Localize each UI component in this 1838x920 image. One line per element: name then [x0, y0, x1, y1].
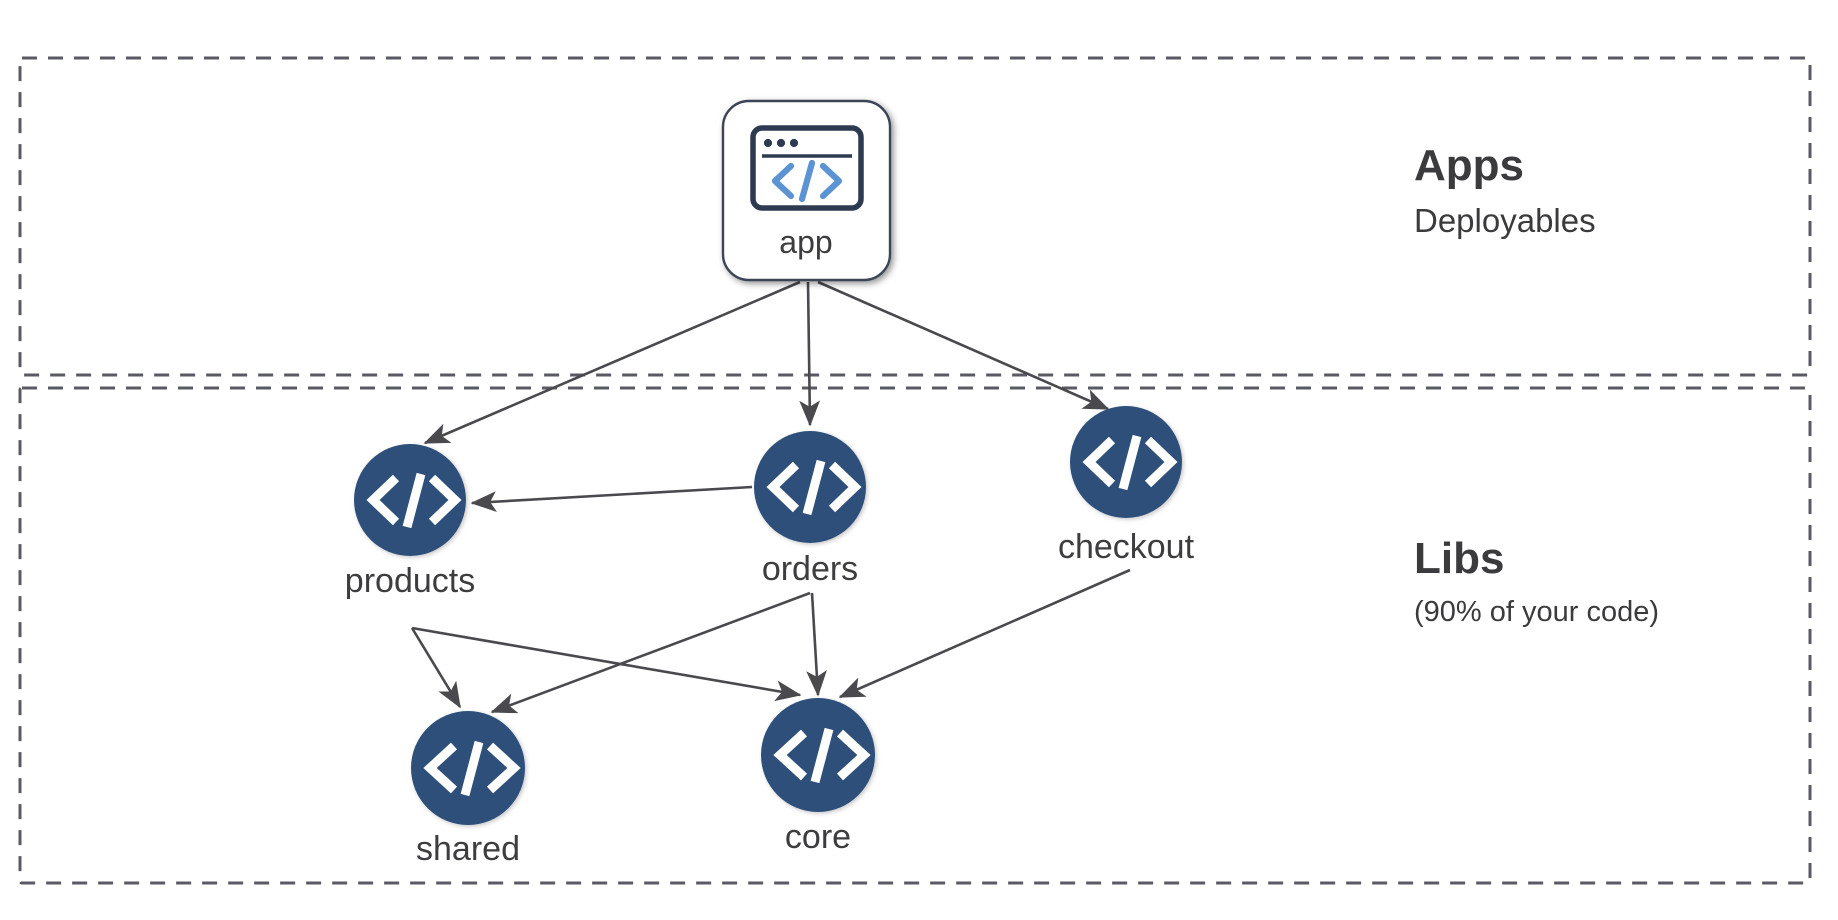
node-app-label: app [779, 224, 832, 260]
edge-layer [410, 280, 1131, 714]
node-app[interactable]: app [721, 99, 892, 282]
region-apps: Apps Deployables [18, 56, 1812, 377]
code-brackets-icon [766, 459, 862, 516]
left-angle-bracket [366, 474, 400, 526]
edge-orders-to-shared [490, 591, 811, 714]
window-dot-2 [776, 138, 786, 148]
node-checkout-label: checkout [1058, 528, 1195, 566]
right-angle-bracket [819, 162, 843, 200]
left-angle-bracket [766, 461, 800, 513]
right-angle-bracket [836, 729, 871, 781]
code-window-icon [750, 125, 864, 211]
edge-app-to-orders [799, 281, 821, 427]
node-core-label: core [785, 818, 851, 856]
code-brackets-icon [1082, 434, 1178, 491]
region-libs-subtitle: (90% of your code) [1414, 596, 1659, 628]
slash [798, 159, 816, 203]
region-libs-border [18, 386, 1812, 885]
code-brackets-icon [773, 727, 871, 784]
region-apps-title: Apps [1414, 141, 1524, 190]
slash [460, 740, 484, 797]
code-brackets-glyph-blue [771, 159, 843, 203]
left-angle-bracket [423, 742, 458, 794]
slash [810, 727, 834, 784]
right-angle-bracket [428, 474, 462, 526]
edge-checkout-to-core [838, 568, 1131, 699]
node-core[interactable]: core [761, 698, 875, 856]
edge-app-to-checkout [817, 280, 1110, 411]
edge-app-to-products [423, 280, 801, 445]
node-shared-label: shared [416, 830, 520, 868]
slash [802, 459, 826, 516]
node-products[interactable]: products [345, 444, 475, 600]
code-brackets-icon [366, 472, 462, 529]
edge-products-to-shared [410, 627, 462, 709]
left-angle-bracket [773, 729, 808, 781]
left-angle-bracket [771, 162, 795, 200]
node-shared[interactable]: shared [411, 711, 525, 868]
window-dot-3 [789, 138, 799, 148]
region-apps-subtitle: Deployables [1414, 202, 1596, 239]
window-dot-1 [763, 138, 773, 148]
region-libs-title: Libs [1414, 534, 1504, 583]
node-orders[interactable]: orders [754, 431, 866, 588]
slash [1118, 434, 1142, 491]
right-angle-bracket [1144, 436, 1178, 488]
node-orders-label: orders [762, 550, 858, 588]
right-angle-bracket [828, 461, 862, 513]
edge-products-to-core [411, 626, 802, 702]
left-angle-bracket [1082, 436, 1116, 488]
node-products-label: products [345, 562, 475, 600]
edge-orders-to-core [806, 592, 827, 697]
region-apps-border [18, 56, 1812, 377]
node-checkout[interactable]: checkout [1058, 406, 1195, 566]
slash [402, 472, 426, 529]
region-libs: Libs (90% of your code) [18, 386, 1812, 885]
code-brackets-icon [423, 740, 521, 797]
edge-orders-to-products [470, 485, 753, 512]
right-angle-bracket [486, 742, 521, 794]
